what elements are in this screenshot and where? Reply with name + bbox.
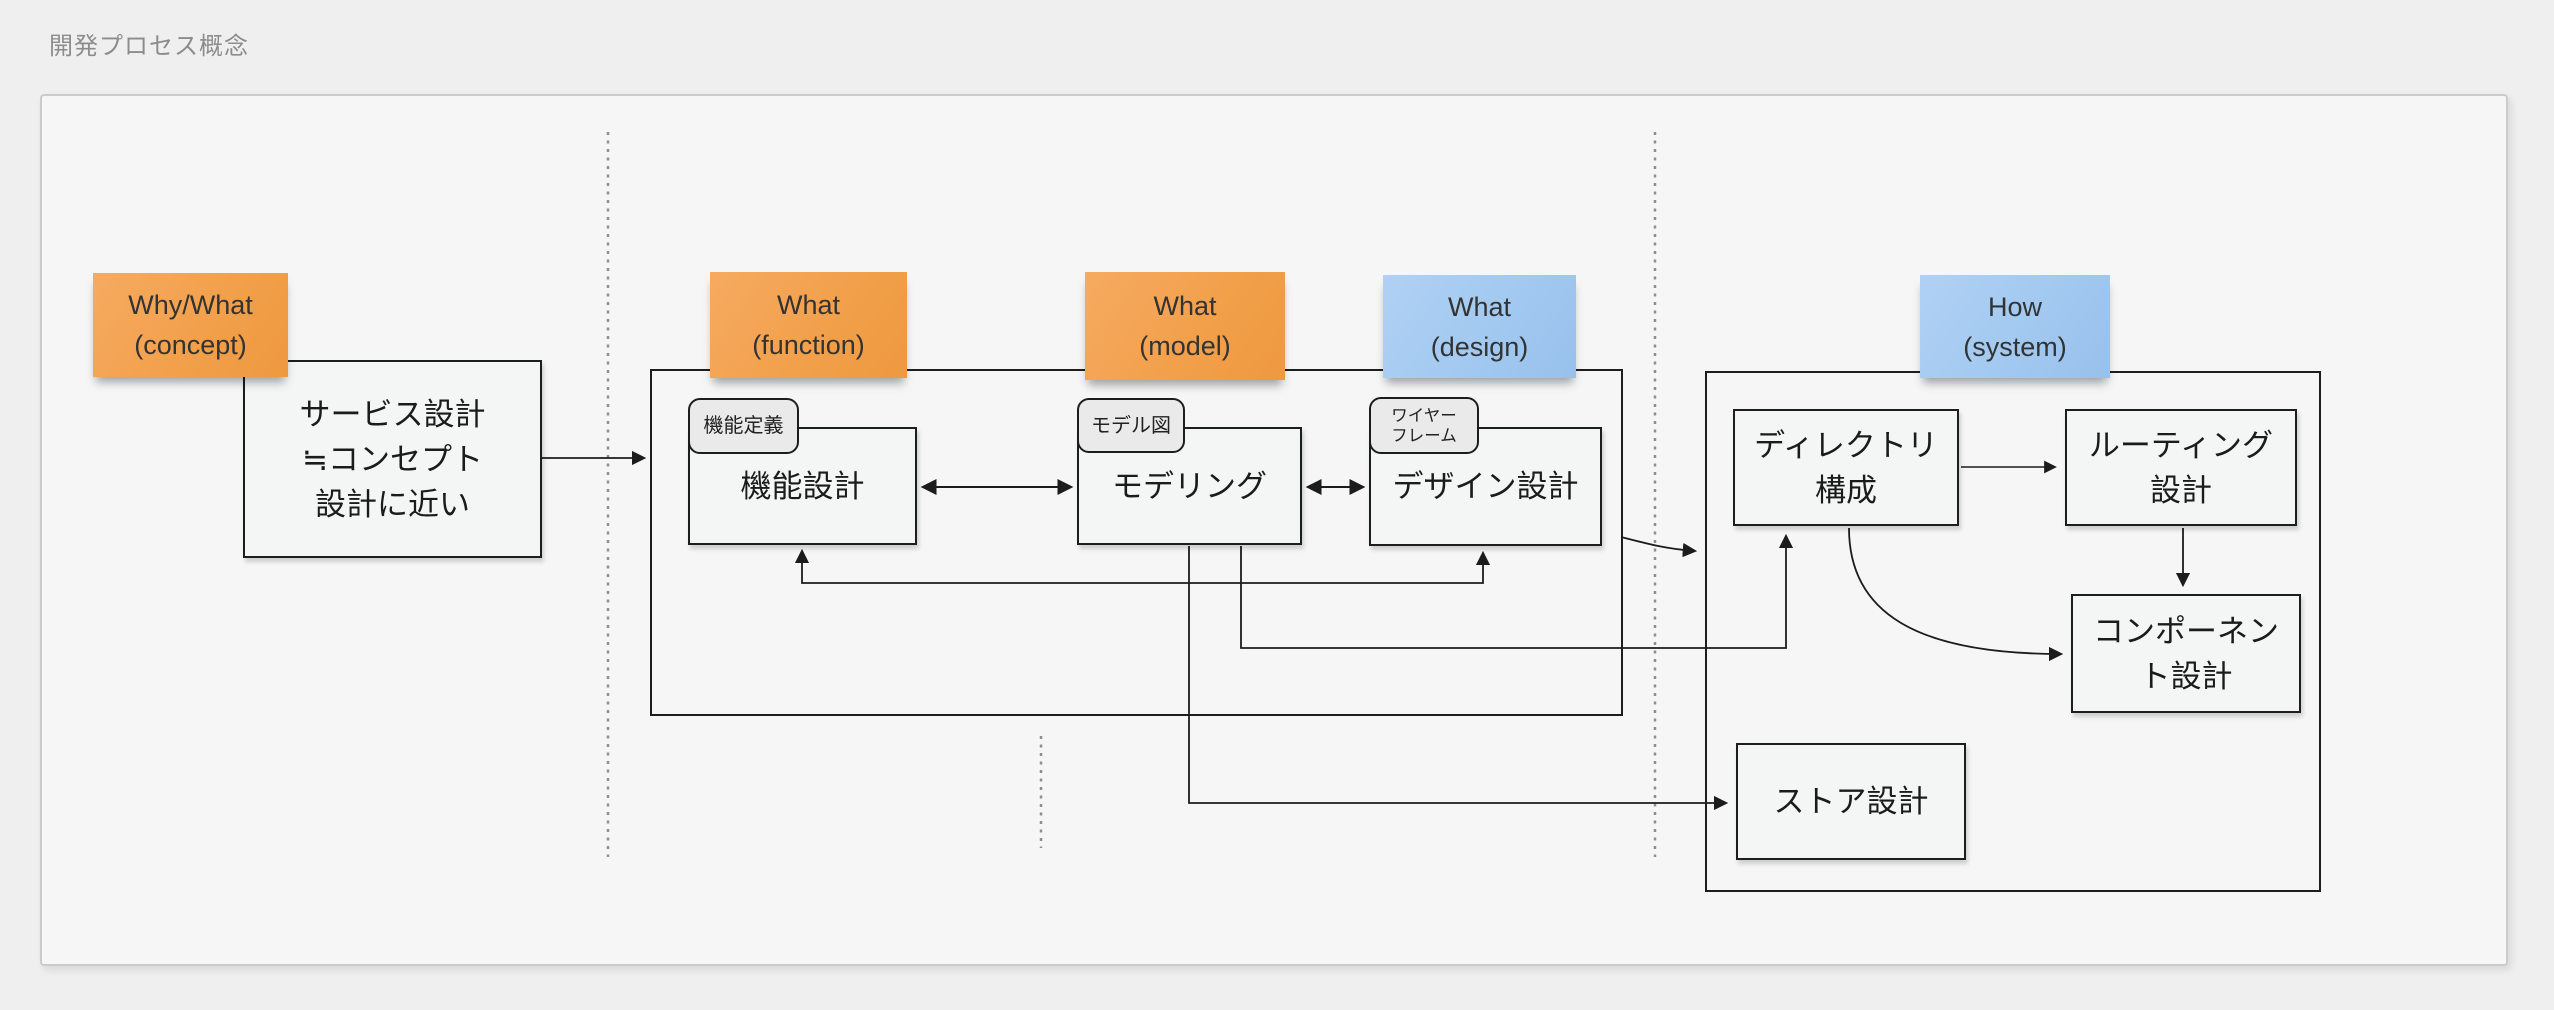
sticky-label-line: (function) xyxy=(752,330,865,360)
node-routing-design[interactable]: ルーティング 設計 xyxy=(2065,409,2297,526)
sticky-label-line: What xyxy=(776,290,841,320)
badge-label: モデル図 xyxy=(1091,414,1171,437)
node-label-line: 機能設計 xyxy=(740,468,865,504)
node-label-line: ト設計 xyxy=(2139,658,2233,694)
connector-modeling-to-store[interactable] xyxy=(1188,546,1729,811)
sticky-label-line: Why/What xyxy=(128,290,253,320)
sticky-label-line: (system) xyxy=(1963,331,2067,362)
sticky-label-line: What xyxy=(1447,291,1512,322)
node-label-line: 設計 xyxy=(2150,472,2212,508)
node-directory-structure[interactable]: ディレクトリ 構成 xyxy=(1733,409,1959,526)
node-service-design[interactable]: サービス設計 ≒コンセプト 設計に近い xyxy=(243,360,542,558)
badge-model-diagram[interactable]: モデル図 xyxy=(1077,398,1185,453)
sticky-label-line: (design) xyxy=(1430,331,1529,362)
sticky-how-system[interactable]: How (system) xyxy=(1920,275,2110,378)
connector-directory-to-component[interactable] xyxy=(1848,527,2064,662)
connector-function-design-feedback[interactable] xyxy=(794,548,1491,584)
node-label-line: ストア設計 xyxy=(1773,784,1929,819)
sticky-label-line: What xyxy=(1153,291,1217,321)
sticky-label-line: How xyxy=(1987,291,2042,322)
badge-label: 機能定義 xyxy=(703,415,784,437)
node-component-design[interactable]: コンポーネン ト設計 xyxy=(2071,594,2301,713)
node-label-line: 構成 xyxy=(1815,472,1877,508)
sticky-label-line: (concept) xyxy=(134,330,247,360)
node-label-line: ルーティング xyxy=(2088,427,2274,463)
node-label-line: ≒コンセプト xyxy=(301,441,483,477)
board-title[interactable]: 開発プロセス概念 xyxy=(49,33,249,60)
node-store-design[interactable]: ストア設計 xyxy=(1736,743,1966,860)
connector-modeling-to-directory[interactable] xyxy=(1240,533,1794,649)
sticky-why-what-concept[interactable]: Why/What (concept) xyxy=(93,273,288,377)
badge-function-definition[interactable]: 機能定義 xyxy=(688,398,799,454)
node-label-line: モデリング xyxy=(1112,468,1267,504)
connector-middle-group-to-system-group[interactable] xyxy=(1620,536,1698,558)
sticky-what-design[interactable]: What (design) xyxy=(1383,275,1576,378)
node-label-line: デザイン設計 xyxy=(1392,469,1579,504)
sticky-what-model[interactable]: What (model) xyxy=(1085,272,1285,380)
sticky-label-line: (model) xyxy=(1139,331,1231,361)
badge-wireframe[interactable]: ワイヤー フレーム xyxy=(1369,397,1479,454)
sticky-what-function[interactable]: What (function) xyxy=(710,272,907,378)
node-label-line: コンポーネン xyxy=(2093,613,2279,649)
badge-label-line: ワイヤー xyxy=(1391,406,1457,425)
node-label-line: サービス設計 xyxy=(299,396,486,432)
node-label-line: ディレクトリ xyxy=(1754,427,1938,463)
node-label-line: 設計に近い xyxy=(315,486,470,522)
badge-label-line: フレーム xyxy=(1391,426,1457,445)
